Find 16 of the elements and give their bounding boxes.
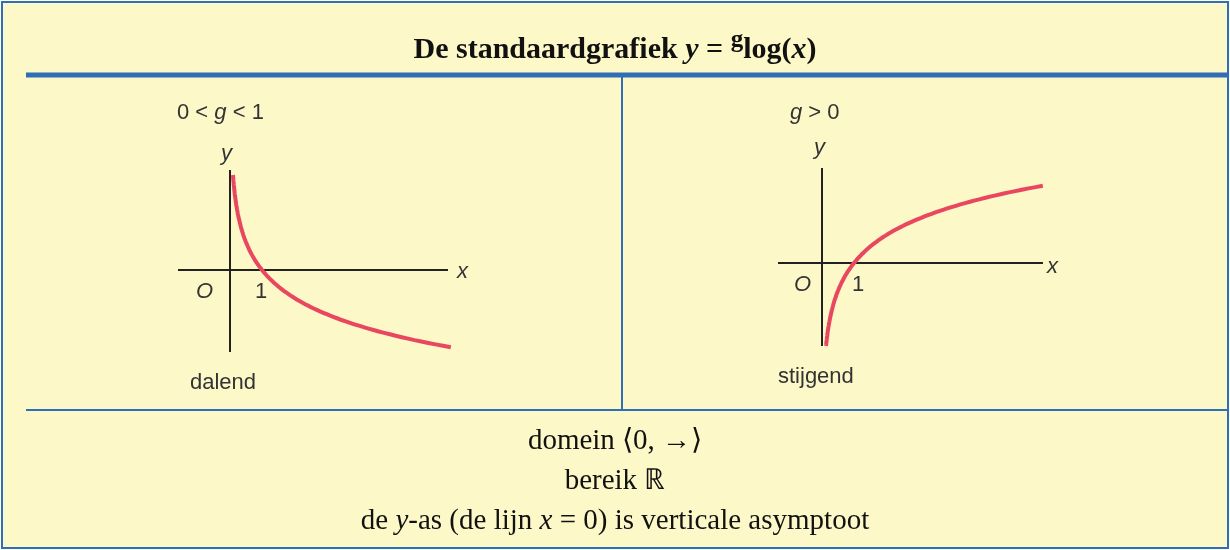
property-text: domein ⟨0, →⟩ [527,423,703,455]
axis-label: x [457,260,468,282]
tick-label: 1 [255,280,268,302]
axis-label: y [814,136,825,158]
tick-label: 1 [852,273,865,295]
title: De standaardgrafiek y = $^{g}$log(x) [412,26,818,63]
condition-label: 0 < g < 1 [177,101,264,123]
condition-label: g > 0 [790,101,840,123]
curve-caption: dalend [190,371,257,393]
property-text: de y-as (de lijn x = 0) is verticale asymptoot [360,503,870,535]
origin-label: O [196,280,214,302]
axis-label: y [221,142,232,164]
axis-label: x [1047,255,1058,277]
curve-caption: stijgend [778,365,854,387]
origin-label: O [794,273,812,295]
property-text: bereik ℝ [564,463,666,495]
